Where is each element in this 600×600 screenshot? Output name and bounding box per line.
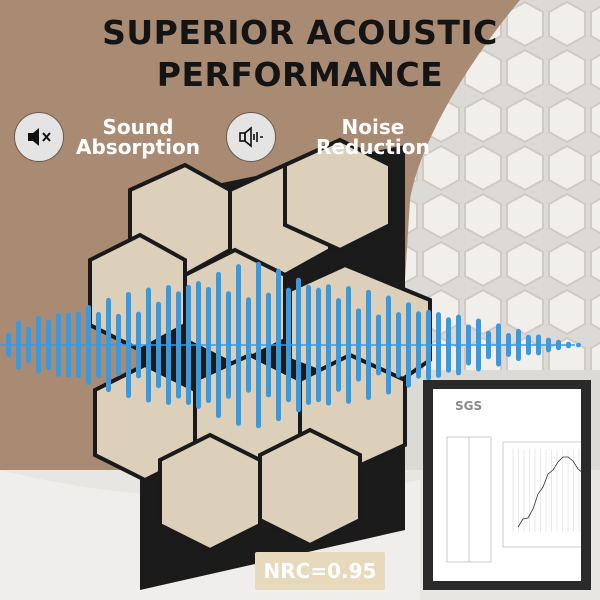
feature-label: Noise xyxy=(341,115,405,139)
headline-line2: PERFORMANCE xyxy=(156,55,444,94)
test-report-graphic xyxy=(446,436,581,563)
speaker-low-icon xyxy=(226,112,276,162)
headline: SUPERIOR ACOUSTIC PERFORMANCE xyxy=(0,12,600,96)
acoustic-panel xyxy=(88,137,432,590)
sgs-certificate-frame: SGS xyxy=(423,380,591,590)
headline-line1: SUPERIOR ACOUSTIC xyxy=(102,13,498,52)
nrc-badge: NRC=0.95 xyxy=(255,552,385,590)
feature-label: Reduction xyxy=(316,135,430,159)
sgs-certificate: SGS xyxy=(433,389,581,581)
feature-label: Absorption xyxy=(76,135,201,159)
sgs-logo: SGS xyxy=(455,399,483,413)
wave-bar xyxy=(576,342,581,348)
feature-label: Sound xyxy=(102,115,174,139)
speaker-mute-icon xyxy=(14,112,64,162)
